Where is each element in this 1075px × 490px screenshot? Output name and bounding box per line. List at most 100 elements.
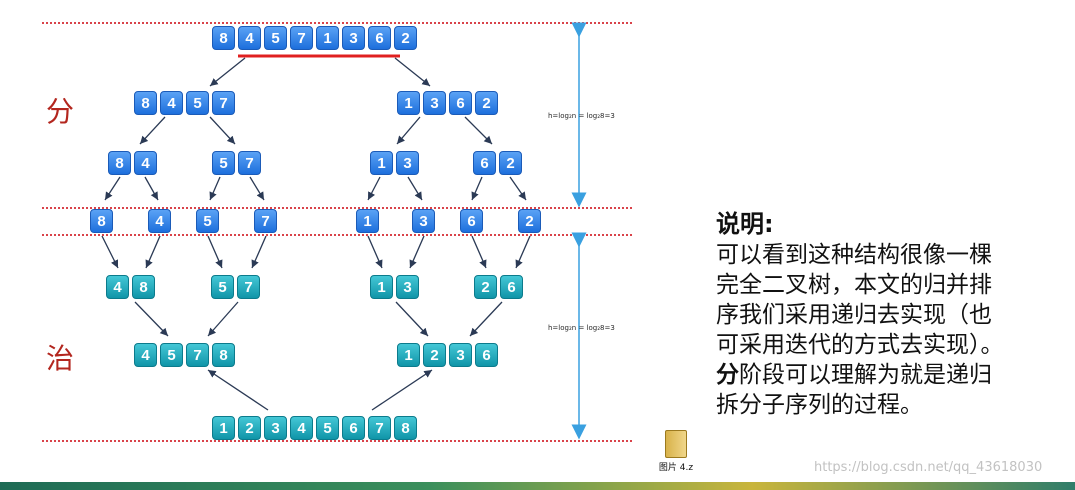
- array-cell: 1: [397, 343, 420, 367]
- array-cell: 1: [370, 275, 393, 299]
- array-cell: 4: [148, 209, 171, 233]
- array-single: 1: [356, 209, 379, 233]
- arrow: [515, 235, 531, 269]
- array-split1-right: 1 3 6 2: [397, 91, 498, 115]
- guide-line-top: [42, 22, 632, 24]
- array-cell: 1: [316, 26, 339, 50]
- arrow: [207, 235, 223, 269]
- array-cell: 7: [237, 275, 260, 299]
- array-merge1-a: 4 8: [106, 275, 155, 299]
- array-cell: 8: [108, 151, 131, 175]
- array-cell: 6: [449, 91, 472, 115]
- array-cell: 5: [186, 91, 209, 115]
- arrow: [396, 116, 421, 145]
- array-original: 8 4 5 7 1 3 6 2: [212, 26, 417, 50]
- note-title: 说明:: [716, 210, 774, 238]
- array-merge2-right: 1 2 3 6: [397, 343, 498, 367]
- array-cell: 2: [499, 151, 522, 175]
- arrow: [367, 235, 383, 269]
- note-line: 可采用迭代的方式去实现）。: [716, 332, 1004, 358]
- array-cell: 5: [316, 416, 339, 440]
- array-split2-c: 1 3: [370, 151, 419, 175]
- array-cell: 7: [186, 343, 209, 367]
- array-cell: 6: [460, 209, 483, 233]
- array-cell: 2: [423, 343, 446, 367]
- array-cell: 3: [396, 151, 419, 175]
- array-cell: 7: [254, 209, 277, 233]
- array-cell: 1: [212, 416, 235, 440]
- array-cell: 3: [423, 91, 446, 115]
- arrow: [101, 235, 119, 269]
- array-single: 5: [196, 209, 219, 233]
- note-line: 可以看到这种结构很像一棵: [716, 242, 992, 268]
- array-single: 8: [90, 209, 113, 233]
- array-single: 4: [148, 209, 171, 233]
- zip-file-icon: [665, 430, 687, 458]
- array-cell: 2: [475, 91, 498, 115]
- array-cell: 6: [368, 26, 391, 50]
- height-formula-top: h=log₂n = log₂8=3: [548, 112, 615, 120]
- arrow: [471, 235, 487, 269]
- array-merge1-b: 5 7: [211, 275, 260, 299]
- array-cell: 5: [160, 343, 183, 367]
- array-cell: 3: [449, 343, 472, 367]
- array-cell: 7: [290, 26, 313, 50]
- note-line: 拆分子序列的过程。: [716, 392, 923, 418]
- array-cell: 3: [264, 416, 287, 440]
- array-cell: 8: [90, 209, 113, 233]
- array-result: 1 2 3 4 5 6 7 8: [212, 416, 417, 440]
- array-cell: 1: [397, 91, 420, 115]
- arrow: [104, 176, 121, 201]
- conquer-label: 治: [46, 342, 75, 375]
- array-cell: 4: [134, 343, 157, 367]
- array-cell: 6: [500, 275, 523, 299]
- arrow: [469, 301, 503, 337]
- array-cell: 8: [132, 275, 155, 299]
- height-formula-bottom: h=log₂n = log₂8=3: [548, 324, 615, 332]
- arrow: [209, 116, 236, 145]
- array-cell: 8: [212, 343, 235, 367]
- array-cell: 4: [290, 416, 313, 440]
- array-single: 2: [518, 209, 541, 233]
- array-cell: 2: [238, 416, 261, 440]
- explanation-note: 说明: 可以看到这种结构很像一棵 完全二叉树，本文的归并排 序我们采用递归去实现…: [716, 208, 1061, 420]
- arrow: [251, 235, 267, 269]
- arrow: [395, 301, 429, 337]
- array-cell: 4: [106, 275, 129, 299]
- array-cell: 5: [264, 26, 287, 50]
- arrow: [464, 116, 493, 145]
- array-single: 7: [254, 209, 277, 233]
- array-cell: 4: [160, 91, 183, 115]
- arrow: [409, 235, 425, 269]
- array-cell: 8: [394, 416, 417, 440]
- array-cell: 5: [212, 151, 235, 175]
- note-line: 序我们采用递归去实现（也: [716, 302, 992, 328]
- note-line: 分阶段可以理解为就是递归: [716, 360, 1061, 390]
- desktop-file[interactable]: 图片 4.z: [651, 430, 701, 473]
- footer-strip: [0, 482, 1075, 490]
- array-cell: 8: [134, 91, 157, 115]
- arrow: [207, 301, 239, 337]
- watermark: https://blog.csdn.net/qq_43618030: [814, 460, 1043, 475]
- guide-line-middle-upper: [42, 207, 632, 209]
- array-cell: 6: [342, 416, 365, 440]
- array-cell: 7: [238, 151, 261, 175]
- arrow: [209, 57, 246, 87]
- array-split2-d: 6 2: [473, 151, 522, 175]
- divide-label: 分: [46, 95, 75, 128]
- array-merge2-left: 4 5 7 8: [134, 343, 235, 367]
- array-cell: 1: [370, 151, 393, 175]
- array-cell: 5: [211, 275, 234, 299]
- guide-line-middle-lower: [42, 234, 632, 236]
- guide-line-bottom: [42, 440, 632, 442]
- array-cell: 4: [134, 151, 157, 175]
- arrow: [249, 176, 265, 201]
- array-cell: 2: [518, 209, 541, 233]
- arrow: [144, 176, 159, 201]
- arrow: [471, 176, 483, 201]
- array-cell: 6: [473, 151, 496, 175]
- array-cell: 4: [238, 26, 261, 50]
- arrow: [209, 176, 221, 201]
- array-single: 3: [412, 209, 435, 233]
- arrow: [509, 176, 527, 201]
